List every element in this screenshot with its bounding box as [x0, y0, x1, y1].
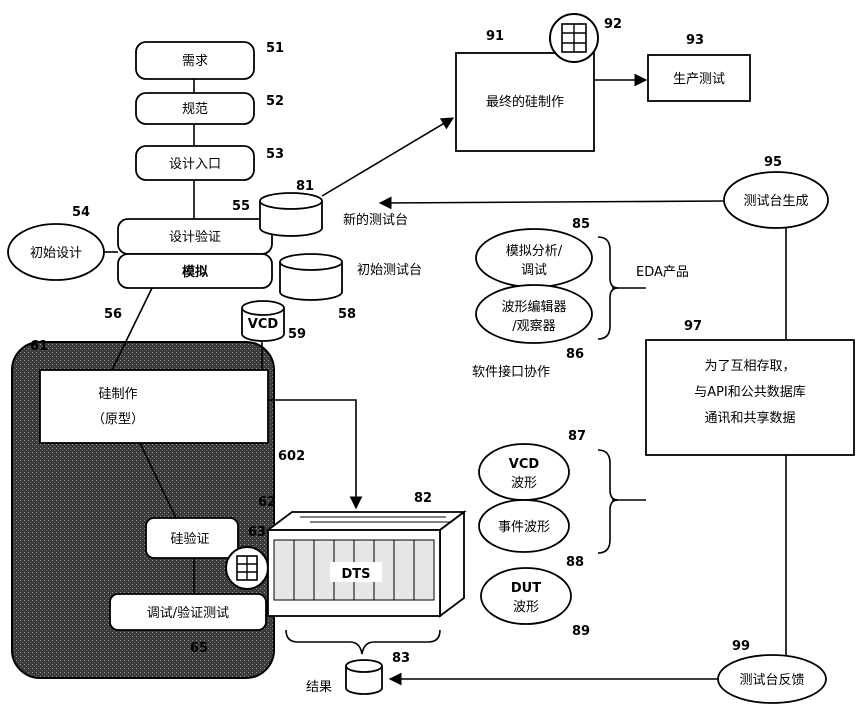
testbench-feedback-ellipse: 测试台反馈 — [717, 654, 827, 704]
svg-text:设计入口: 设计入口 — [169, 157, 221, 172]
svg-text:波形编辑器: 波形编辑器 — [501, 300, 566, 315]
svg-text:事件波形: 事件波形 — [498, 520, 550, 535]
ref-56: 56 — [104, 307, 122, 322]
svg-text:通讯和共享数据: 通讯和共享数据 — [704, 410, 795, 426]
ref-602: 602 — [278, 449, 305, 464]
silicon-verify-box: 硅验证 — [145, 517, 239, 559]
api-box: 为了互相存取， 与API和公共数据库 通讯和共享数据 — [645, 339, 855, 456]
svg-text:VCD: VCD — [248, 317, 279, 332]
ref-89: 89 — [572, 624, 590, 639]
dts-tester: DTS — [265, 510, 467, 618]
demand-box: 需求 — [135, 41, 255, 80]
brace-eda — [597, 236, 619, 340]
ref-55: 55 — [232, 199, 250, 214]
initial-testbench-cylinder: 初始测试台 — [279, 253, 422, 301]
svg-text:设计验证: 设计验证 — [169, 229, 221, 245]
svg-text:结果: 结果 — [306, 680, 332, 695]
ref-87: 87 — [568, 429, 586, 444]
dut-wave-ellipse: DUT 波形 — [480, 567, 572, 625]
ref-86: 86 — [566, 347, 584, 362]
results-cylinder: 结果 — [306, 659, 383, 695]
ref-54: 54 — [72, 205, 90, 220]
connector-lines — [104, 73, 787, 686]
svg-text:调试/验证测试: 调试/验证测试 — [147, 605, 229, 621]
svg-text:需求: 需求 — [182, 54, 208, 69]
reference-numerals: 51 52 53 54 55 56 58 59 61 602 62 63 65 … — [30, 17, 782, 666]
ref-99: 99 — [732, 639, 750, 654]
ref-62: 62 — [258, 495, 276, 510]
ref-85: 85 — [572, 217, 590, 232]
final-silicon-box: 最终的硅制作 — [455, 52, 595, 152]
svg-text:波形: 波形 — [513, 600, 539, 615]
ref-61: 61 — [30, 339, 48, 354]
svg-text:最终的硅制作: 最终的硅制作 — [486, 94, 564, 110]
ref-63: 63 — [248, 525, 266, 540]
sim-analysis-ellipse: 模拟分析/ 调试 — [475, 228, 593, 288]
software-interface-label: 软件接口协作 — [472, 364, 550, 380]
svg-text:与API和公共数据库: 与API和公共数据库 — [694, 384, 806, 400]
svg-text:模拟分析/: 模拟分析/ — [506, 244, 563, 259]
waveform-editor-ellipse: 波形编辑器 /观察器 — [475, 284, 593, 344]
svg-text:DTS: DTS — [341, 567, 370, 582]
svg-text:/观察器: /观察器 — [512, 319, 555, 334]
svg-text:测试台生成: 测试台生成 — [743, 194, 808, 209]
svg-text:硅验证: 硅验证 — [170, 531, 209, 547]
vcd-cylinder: VCD — [241, 300, 285, 342]
vcd-wave-ellipse: VCD 波形 — [478, 443, 570, 501]
svg-text:为了互相存取，: 为了互相存取， — [704, 359, 795, 374]
simulate-box: 模拟 — [117, 253, 273, 289]
initial-design-ellipse: 初始设计 — [7, 223, 105, 281]
ref-53: 53 — [266, 147, 284, 162]
svg-text:波形: 波形 — [511, 476, 537, 491]
svg-text:调试: 调试 — [521, 263, 547, 278]
ref-83: 83 — [392, 651, 410, 666]
prototype-box: 硅制作 （原型） — [39, 369, 269, 444]
svg-text:初始测试台: 初始测试台 — [357, 263, 422, 278]
chip-icon-92 — [549, 13, 599, 63]
ref-52: 52 — [266, 94, 284, 109]
testbench-gen-ellipse: 测试台生成 — [723, 171, 829, 229]
svg-text:VCD: VCD — [509, 457, 540, 472]
eda-products-label: EDA产品 — [636, 265, 689, 280]
svg-text:新的测试台: 新的测试台 — [343, 212, 408, 228]
production-test-box: 生产测试 — [647, 54, 751, 102]
svg-text:硅制作: 硅制作 — [98, 387, 137, 402]
brace-waveforms — [597, 449, 619, 554]
ref-92: 92 — [604, 17, 622, 32]
design-verify-box: 设计验证 — [117, 218, 273, 255]
svg-text:模拟: 模拟 — [182, 264, 208, 280]
ref-58: 58 — [338, 307, 356, 322]
ref-65: 65 — [190, 641, 208, 656]
ref-51: 51 — [266, 41, 284, 56]
design-entry-box: 设计入口 — [135, 145, 255, 181]
svg-text:（原型）: （原型） — [92, 412, 144, 427]
svg-text:生产测试: 生产测试 — [673, 72, 725, 87]
spec-box: 规范 — [135, 92, 255, 125]
ref-91: 91 — [486, 29, 504, 44]
chip-icon-63 — [225, 546, 269, 590]
ref-81: 81 — [296, 179, 314, 194]
brace-results — [285, 629, 441, 655]
ref-95: 95 — [764, 155, 782, 170]
svg-text:初始设计: 初始设计 — [30, 246, 82, 261]
ref-97: 97 — [684, 319, 702, 334]
ref-88: 88 — [566, 555, 584, 570]
svg-text:测试台反馈: 测试台反馈 — [739, 673, 804, 688]
svg-text:规范: 规范 — [182, 102, 208, 117]
ref-82: 82 — [414, 491, 432, 506]
event-wave-ellipse: 事件波形 — [478, 499, 570, 553]
ref-59: 59 — [288, 327, 306, 342]
new-testbench-cylinder: 新的测试台 — [259, 192, 408, 237]
ref-93: 93 — [686, 33, 704, 48]
debug-test-box: 调试/验证测试 — [109, 593, 267, 631]
svg-text:DUT: DUT — [511, 581, 541, 596]
